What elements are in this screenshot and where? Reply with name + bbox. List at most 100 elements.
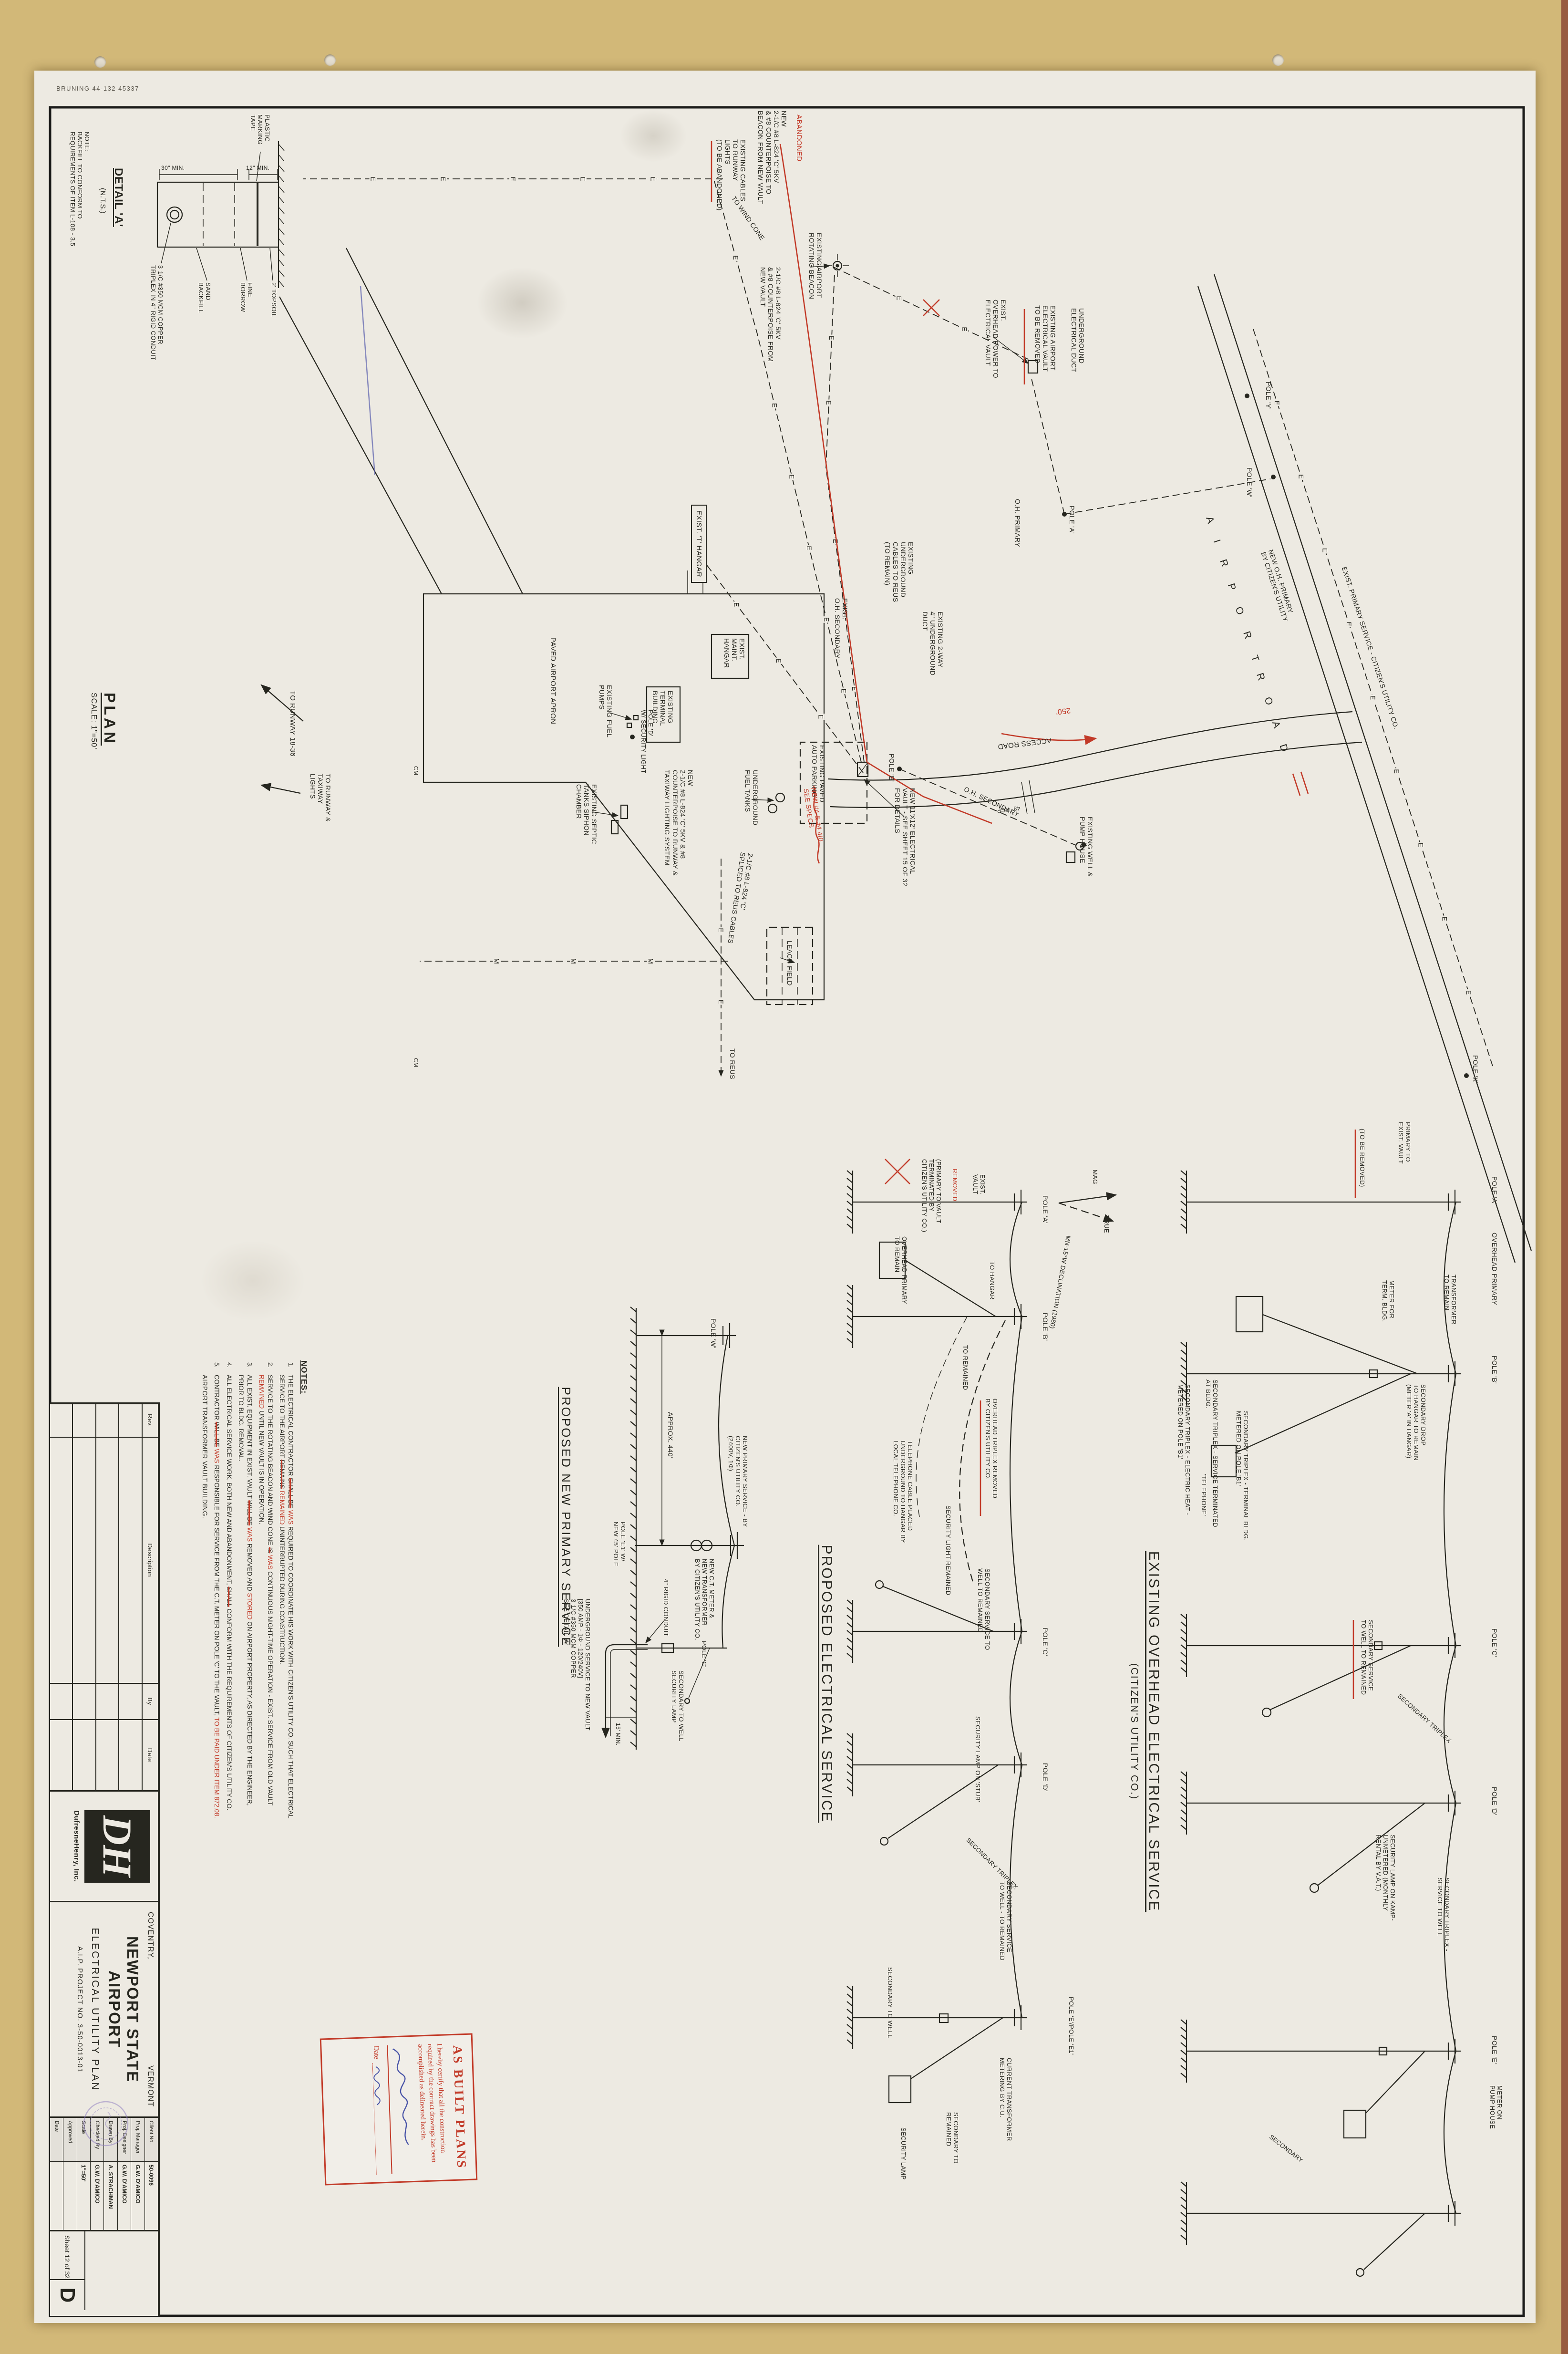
plan-title: PLAN bbox=[101, 693, 118, 746]
svg-text:E: E bbox=[840, 689, 848, 693]
svg-text:M: M bbox=[570, 958, 578, 964]
svg-text:E: E bbox=[370, 176, 377, 181]
drawing-sheet bbox=[34, 71, 1536, 2323]
stamp-body: I hereby certify that all the constructi… bbox=[416, 2043, 447, 2163]
revision-header: Rev. bbox=[143, 1404, 158, 1438]
north-arrow bbox=[1058, 1192, 1117, 1223]
svg-text:E: E bbox=[828, 335, 836, 340]
svg-text:E: E bbox=[649, 176, 657, 181]
svg-text:E: E bbox=[825, 400, 833, 404]
existing-service-drops bbox=[1210, 1296, 1425, 2277]
notes-block: NOTES: 1.THE ELECTRICAL CONTRACTOR SHALL… bbox=[200, 1360, 309, 1828]
firm-logo: DH bbox=[84, 1810, 150, 1883]
revision-row bbox=[72, 1404, 95, 1790]
svg-text:E: E bbox=[717, 928, 725, 932]
project-title-cell: COVENTRY, VERMONT NEWPORT STATE AIRPORT … bbox=[50, 1902, 158, 2118]
titleblock-field: Approved bbox=[63, 2118, 77, 2230]
svg-text:E: E bbox=[841, 612, 849, 617]
firm-logo-cell: DH DufresneHenry, Inc. bbox=[50, 1792, 158, 1902]
punch-hole bbox=[324, 54, 336, 66]
sheet-title: ELECTRICAL UTILITY PLAN bbox=[90, 1928, 101, 2091]
notes-footer: AIRPORT TRANSFORMER VAULT BUILDING. bbox=[201, 1375, 208, 1519]
note-item: 1.THE ELECTRICAL CONTRACTOR SHALL BE WAS… bbox=[279, 1362, 294, 1818]
drawing-frame bbox=[49, 106, 1525, 2317]
svg-text:E: E bbox=[805, 546, 813, 550]
revision-row bbox=[95, 1404, 119, 1790]
svg-text:E: E bbox=[1465, 990, 1473, 995]
svg-text:E: E bbox=[788, 475, 796, 479]
svg-text:E: E bbox=[1321, 548, 1329, 552]
svg-text:E: E bbox=[1297, 474, 1305, 478]
revision-header: Date bbox=[146, 1748, 154, 1762]
svg-text:E: E bbox=[817, 715, 825, 719]
plan-buildings bbox=[610, 254, 1084, 1006]
revision-header: By bbox=[143, 1683, 158, 1720]
note-item: 3.ALL EXIST. EQUIPMENT IN EXIST. VAULT W… bbox=[237, 1362, 253, 1806]
sheet-number-cell: Sheet 12 of 32 D bbox=[50, 2231, 158, 2310]
project-number: A.I.P. PROJECT NO. 3-50-0013-01 bbox=[76, 1946, 84, 2073]
svg-text:E: E bbox=[1369, 695, 1377, 700]
svg-text:E: E bbox=[439, 176, 447, 181]
notes-list: 1.THE ELECTRICAL CONTRACTOR SHALL BE WAS… bbox=[213, 1360, 295, 1828]
proposed-service-drops bbox=[875, 1241, 1006, 2104]
stamp-signature bbox=[387, 2044, 416, 2174]
svg-text:E: E bbox=[775, 658, 783, 663]
sheet-number: Sheet 12 of 32 bbox=[63, 2235, 72, 2279]
plan-heading: PLAN SCALE: 1"=50' bbox=[89, 693, 118, 749]
svg-text:E: E bbox=[961, 327, 969, 331]
svg-text:E: E bbox=[509, 176, 517, 181]
revision-row bbox=[118, 1404, 142, 1790]
note-item: 5.CONTRACTOR WILL BE WAS RESPONSIBLE FOR… bbox=[213, 1362, 221, 1818]
pole-diagrams-layer bbox=[630, 1170, 1461, 2245]
plan-roads bbox=[827, 274, 1532, 1263]
project-state: VERMONT bbox=[146, 2065, 155, 2107]
firm-name: DufresneHenry, Inc. bbox=[72, 1810, 81, 1882]
section-title-profile: PROPOSED NEW PRIMARY SERVICE bbox=[559, 1387, 573, 1647]
svg-text:E: E bbox=[733, 602, 741, 607]
stamp-date-label: Date bbox=[372, 2045, 381, 2060]
svg-text:E: E bbox=[1441, 916, 1449, 921]
section-title-proposed: PROPOSED ELECTRICAL SERVICE bbox=[819, 1545, 835, 1823]
section-subtitle-existing: (CITIZEN'S UTILITY CO.) bbox=[1129, 1663, 1140, 1800]
svg-text:M: M bbox=[647, 958, 655, 964]
plate-number: BRUNING 44-132 45337 bbox=[56, 85, 139, 92]
plan-apron-taxiway bbox=[260, 248, 825, 1001]
detail-a-drawing bbox=[156, 141, 285, 288]
project-city: COVENTRY, bbox=[146, 1912, 155, 1960]
binding-edge bbox=[1561, 0, 1568, 2354]
svg-text:E: E bbox=[732, 255, 740, 259]
red-markup-layer bbox=[711, 141, 1356, 1699]
svg-text:E: E bbox=[1393, 769, 1401, 773]
svg-text:E: E bbox=[1417, 843, 1424, 847]
punch-hole bbox=[1272, 54, 1284, 66]
titleblock-field: Date bbox=[50, 2118, 63, 2230]
titleblock-field: Client No.50-0096 bbox=[144, 2118, 158, 2230]
stamp-date-line bbox=[372, 2063, 385, 2175]
svg-text:M: M bbox=[493, 958, 501, 964]
svg-text:E: E bbox=[771, 403, 778, 407]
svg-text:E: E bbox=[823, 617, 830, 622]
as-built-stamp: AS BUILT PLANS I hereby certify that all… bbox=[320, 2033, 478, 2186]
revision-row bbox=[50, 1404, 72, 1790]
section-title-existing: EXISTING OVERHEAD ELECTRICAL SERVICE bbox=[1146, 1551, 1162, 1912]
svg-text:E: E bbox=[895, 296, 903, 300]
punch-hole bbox=[94, 56, 106, 68]
note-item: 4.ALL ELECTRICAL SERVICE WORK, BOTH NEW … bbox=[225, 1362, 233, 1811]
project-name: NEWPORT STATE AIRPORT bbox=[106, 1936, 142, 2083]
plan-scale: SCALE: 1"=50' bbox=[90, 693, 98, 750]
svg-text:E: E bbox=[717, 999, 725, 1004]
svg-text:E: E bbox=[832, 539, 839, 543]
svg-text:E: E bbox=[1273, 401, 1281, 405]
